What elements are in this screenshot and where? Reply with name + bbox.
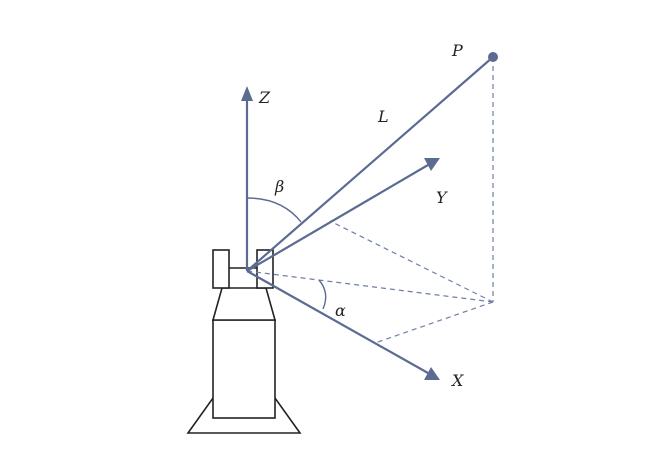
- alpha-arc: [318, 279, 327, 310]
- device-neck: [211, 287, 277, 321]
- z-axis-arrow: [241, 86, 253, 101]
- point-p: [488, 52, 498, 62]
- x-axis-arrow: [424, 367, 440, 380]
- label-x: X: [450, 371, 464, 390]
- dash-origin-to-foot: [246, 270, 494, 303]
- y-axis: [246, 164, 429, 272]
- projection-lines: [246, 57, 494, 344]
- axes: [241, 52, 498, 380]
- device-body: [212, 319, 276, 419]
- label-p: P: [451, 41, 463, 60]
- label-z: Z: [258, 88, 271, 107]
- angle-arcs: [246, 197, 327, 310]
- beta-arc: [246, 197, 302, 223]
- range-line-l: [246, 56, 494, 272]
- labels: P Z L Y β α X: [258, 41, 464, 390]
- label-alpha: α: [335, 301, 346, 320]
- label-l: L: [377, 107, 389, 126]
- scanner-device: [186, 249, 302, 434]
- x-axis: [246, 270, 429, 374]
- dash-foot-to-x: [374, 301, 494, 344]
- dash-foot-to-y: [329, 220, 494, 303]
- device-left-arm: [212, 249, 230, 289]
- label-y: Y: [436, 188, 448, 207]
- label-beta: β: [274, 177, 284, 196]
- y-axis-arrow: [424, 158, 440, 171]
